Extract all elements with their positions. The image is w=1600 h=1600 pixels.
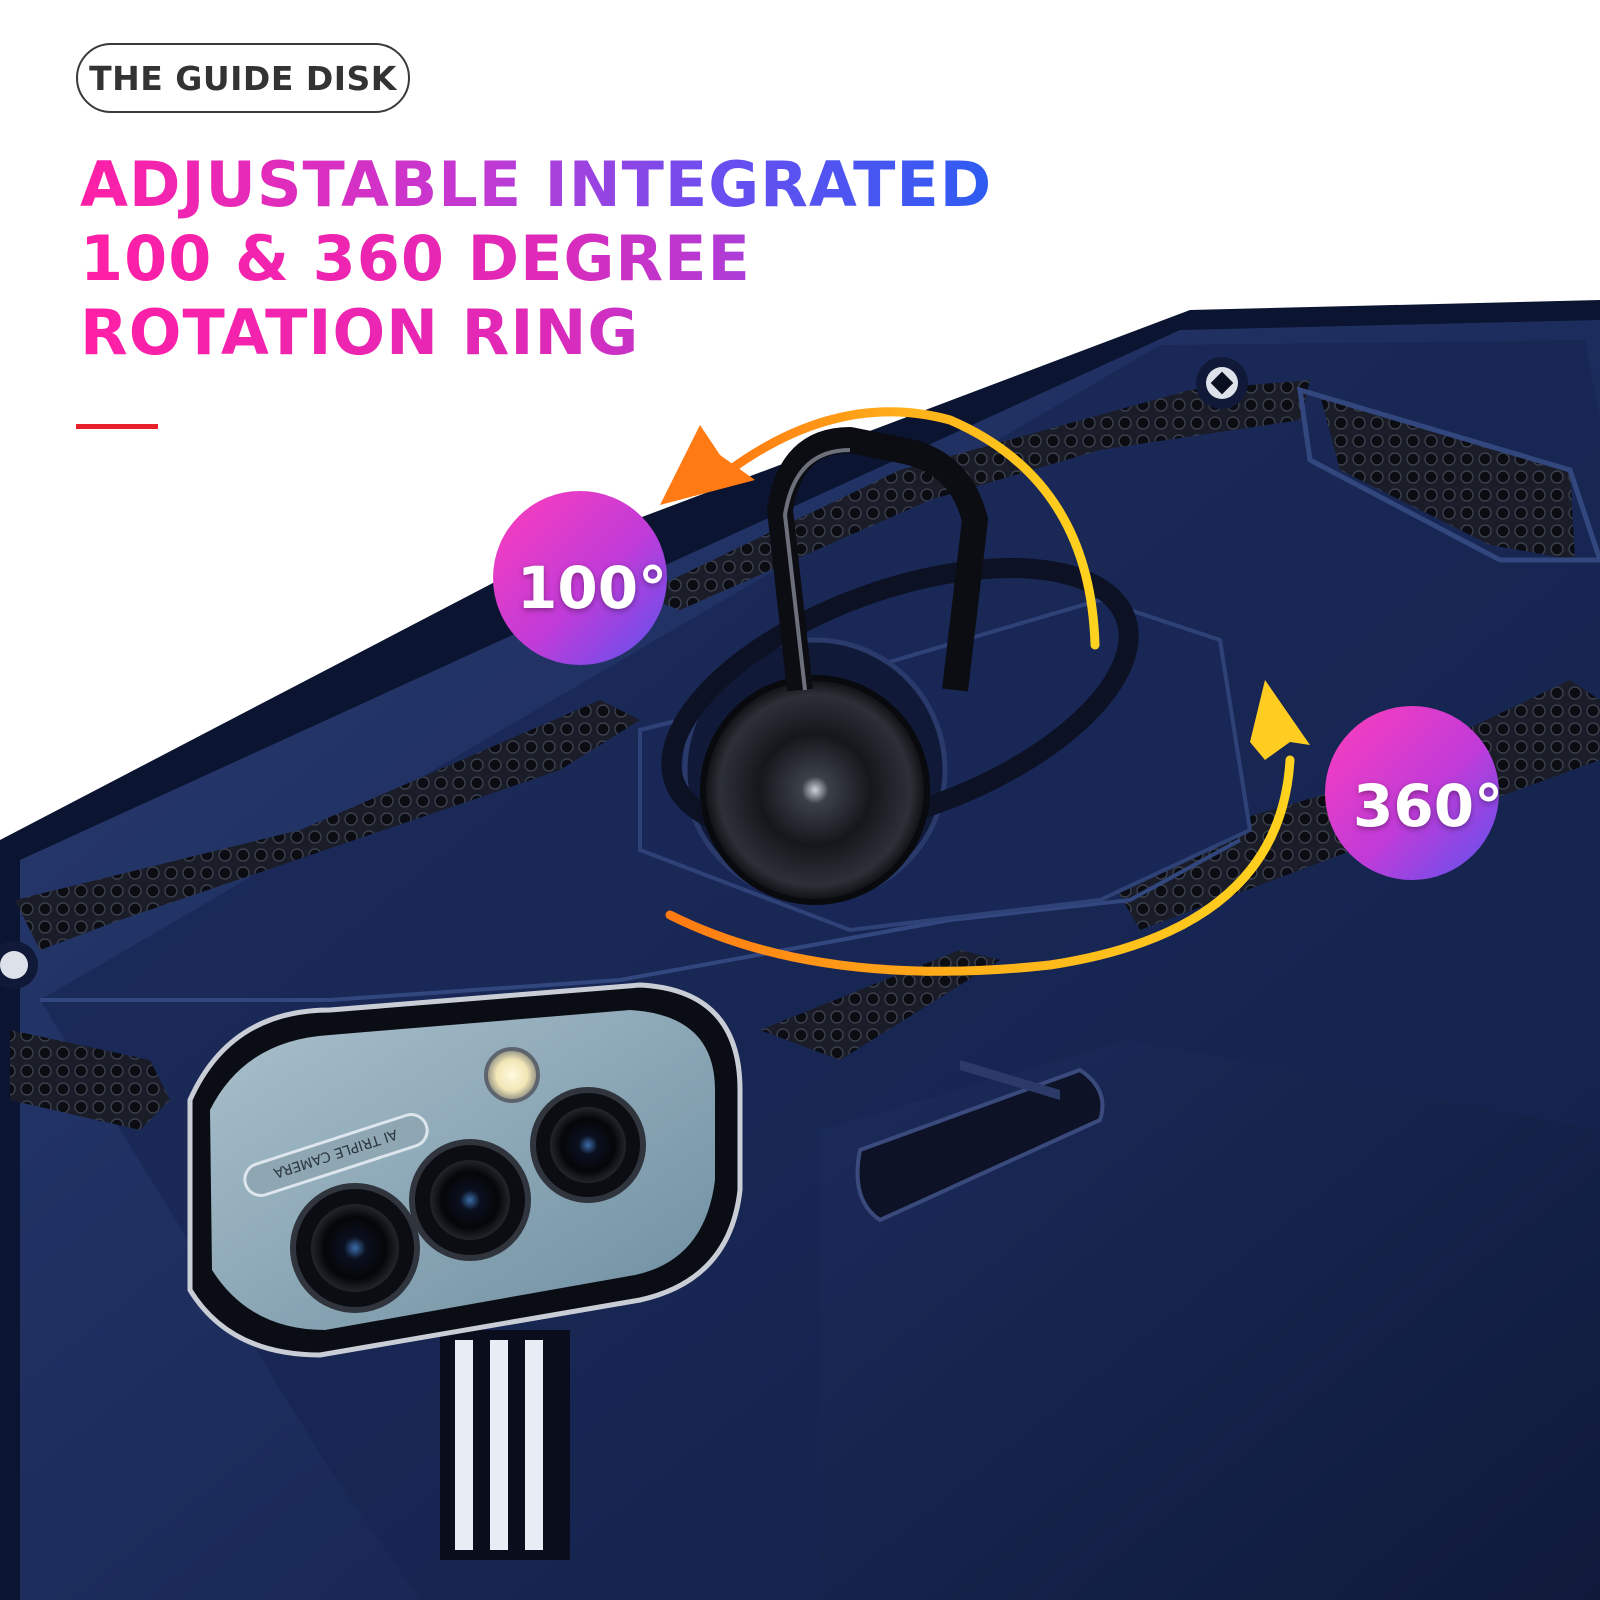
rotation-arrow-360 bbox=[665, 680, 1310, 976]
badge-100-label: 100° bbox=[517, 554, 668, 622]
camera-lens-main bbox=[290, 1183, 420, 1313]
screw-hole-left bbox=[0, 941, 38, 989]
grip-strip-corner bbox=[10, 1030, 170, 1130]
headline-line-3: ROTATION RING bbox=[80, 296, 992, 370]
grip-strip-left bbox=[15, 700, 640, 950]
headline-line-2: 100 & 360 DEGREE bbox=[80, 222, 992, 296]
headline: ADJUSTABLE INTEGRATED 100 & 360 DEGREE R… bbox=[80, 148, 992, 370]
guide-disk-label: THE GUIDE DISK bbox=[89, 58, 397, 98]
grip-strip-bottom bbox=[760, 950, 1000, 1060]
guide-disk-tag: THE GUIDE DISK bbox=[76, 43, 410, 113]
badge-360-circle bbox=[1325, 706, 1499, 880]
grip-strip-top-right bbox=[1320, 395, 1575, 560]
arrow-head-100 bbox=[660, 425, 755, 505]
headline-line-1: ADJUSTABLE INTEGRATED bbox=[80, 148, 993, 221]
arrow-head-360 bbox=[1250, 680, 1310, 760]
ring-holder[interactable] bbox=[637, 427, 1163, 905]
grip-strip-top bbox=[640, 380, 1310, 610]
badge-100-circle bbox=[493, 491, 667, 665]
screw-hole-top bbox=[1196, 357, 1248, 409]
camera-flash bbox=[484, 1047, 540, 1103]
corner-bumper bbox=[440, 1330, 570, 1560]
camera-module: AI TRIPLE CAMERA bbox=[187, 982, 743, 1358]
side-button bbox=[855, 1067, 1105, 1223]
accent-divider bbox=[76, 424, 158, 429]
badge-360-label: 360° bbox=[1353, 772, 1504, 840]
phone-case bbox=[0, 300, 1600, 1600]
camera-lens-secondary bbox=[409, 1139, 531, 1261]
camera-lens-tertiary bbox=[530, 1087, 646, 1203]
ring-disk bbox=[700, 675, 930, 905]
rotation-arrow-100 bbox=[660, 407, 1100, 650]
ring-loop bbox=[767, 427, 988, 692]
